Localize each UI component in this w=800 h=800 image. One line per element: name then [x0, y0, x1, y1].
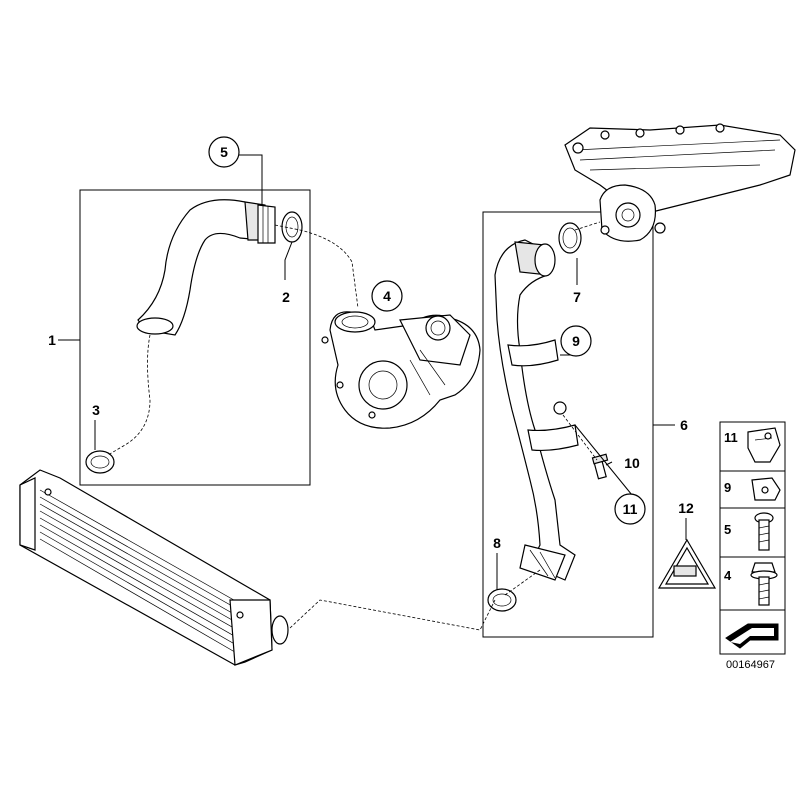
callout-5[interactable]: 5 — [208, 136, 240, 168]
label-7[interactable]: 7 — [573, 289, 581, 305]
label-6[interactable]: 6 — [680, 417, 688, 433]
diagram-number: 00164967 — [726, 659, 775, 671]
legend-item-11[interactable]: 11 — [724, 427, 781, 463]
seal-ring-8 — [487, 588, 517, 612]
legend-item-4[interactable]: 4 — [724, 562, 778, 606]
charge-air-pipe-9 — [494, 239, 579, 581]
callout-4[interactable]: 4 — [371, 280, 403, 312]
seal-ring-7 — [558, 222, 582, 254]
svg-text:11: 11 — [623, 501, 638, 517]
svg-text:4: 4 — [383, 288, 391, 304]
label-10[interactable]: 10 — [624, 455, 640, 471]
svg-text:5: 5 — [724, 522, 731, 537]
svg-text:11: 11 — [724, 430, 738, 445]
turbocharger-4 — [321, 311, 481, 429]
direction-arrow-icon — [725, 623, 779, 649]
label-2[interactable]: 2 — [282, 289, 290, 305]
hose-5 — [136, 199, 276, 336]
seal-ring-3 — [85, 450, 115, 474]
sensor-10 — [591, 453, 609, 480]
svg-text:4: 4 — [724, 568, 732, 583]
svg-text:5: 5 — [220, 144, 228, 160]
group-frame-1 — [79, 189, 311, 486]
legend-item-5[interactable]: 5 — [724, 512, 774, 551]
label-8[interactable]: 8 — [493, 535, 501, 551]
label-1[interactable]: 1 — [48, 332, 56, 348]
label-12[interactable]: 12 — [678, 500, 694, 516]
svg-text:9: 9 — [724, 480, 731, 495]
legend-panel: 11 9 5 4 — [719, 421, 786, 655]
intercooler — [19, 469, 289, 666]
intake-manifold — [564, 123, 796, 242]
warning-label-12 — [657, 538, 717, 589]
legend-item-9[interactable]: 9 — [724, 477, 781, 501]
label-3[interactable]: 3 — [92, 402, 100, 418]
callout-11[interactable]: 11 — [614, 493, 646, 525]
svg-text:9: 9 — [572, 333, 580, 349]
callout-9[interactable]: 9 — [560, 325, 592, 357]
